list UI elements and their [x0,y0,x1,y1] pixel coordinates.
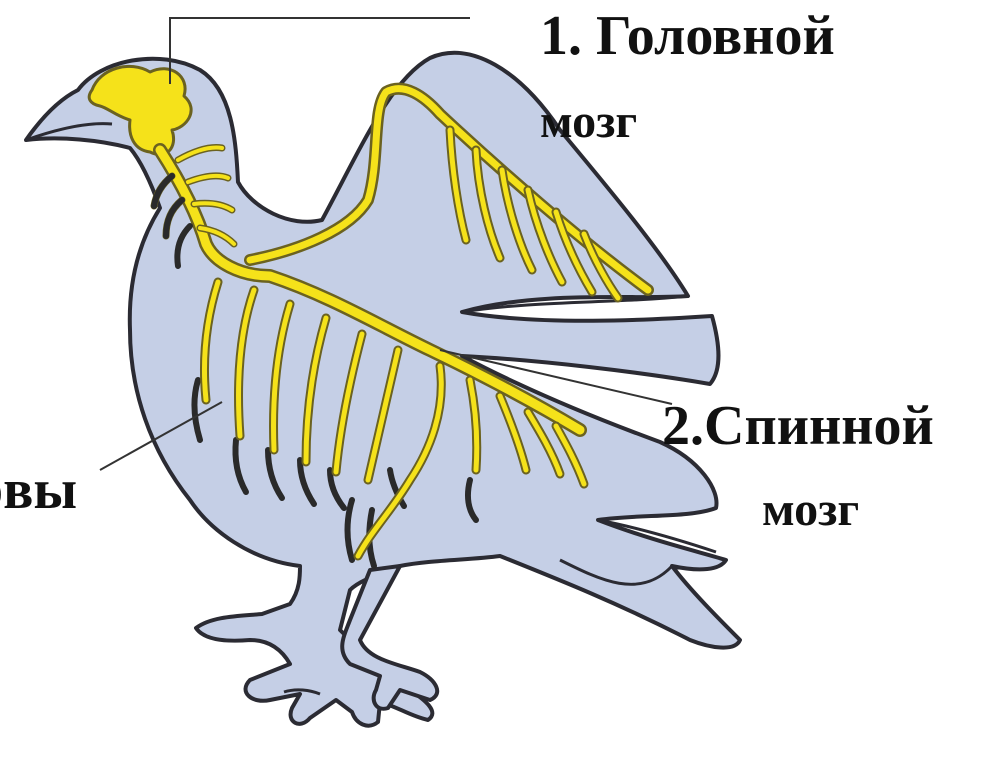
brain-label-line2: мозг [540,98,637,146]
spinal-cord-label-line2: мозг [762,486,859,534]
nerves-label: рвы [0,462,77,518]
brain-label-line1: 1. Головной [540,8,835,64]
bird-body-outline [26,53,740,726]
bird-body [26,53,740,726]
spinal-cord-label-line1: 2.Спинной [662,398,934,454]
